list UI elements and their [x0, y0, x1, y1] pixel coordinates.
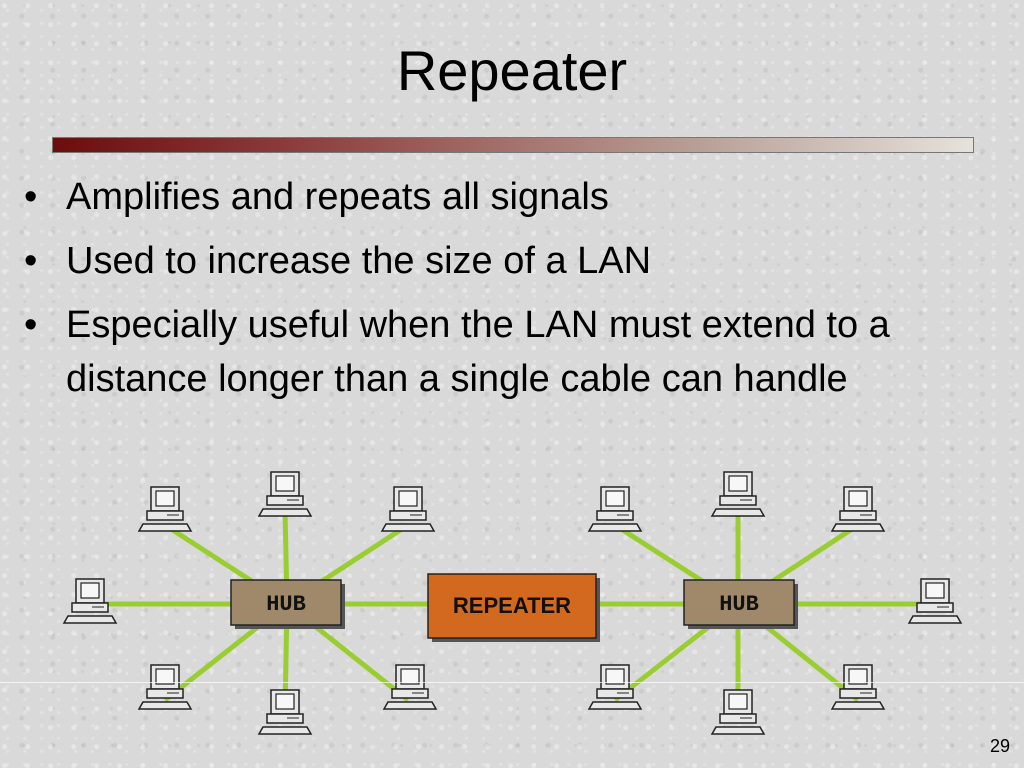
repeater-box: REPEATER	[427, 573, 600, 642]
bullet-item: Especially useful when the LAN must exte…	[0, 298, 980, 406]
computer-icon	[908, 578, 962, 624]
page-number: 29	[989, 736, 1010, 756]
computer-icon	[63, 578, 117, 624]
hub-right-label: HUB	[719, 592, 759, 617]
bullet-item: Used to increase the size of a LAN	[0, 234, 980, 288]
hub-left: HUB	[230, 579, 345, 629]
title-divider-bar	[52, 137, 974, 153]
computer-icon	[381, 486, 435, 532]
computer-icon	[588, 486, 642, 532]
computer-icon	[711, 689, 765, 735]
bullet-list: Amplifies and repeats all signals Used t…	[0, 170, 980, 416]
hub-right: HUB	[683, 579, 798, 629]
repeater-label: REPEATER	[453, 593, 571, 618]
bullet-item: Amplifies and repeats all signals	[0, 170, 980, 224]
computer-icon	[831, 486, 885, 532]
computer-icon	[258, 689, 312, 735]
computer-icon	[138, 486, 192, 532]
computer-icon	[258, 471, 312, 517]
slide-title: Repeater	[396, 39, 628, 102]
footer-divider	[0, 682, 1024, 683]
computer-icon	[711, 471, 765, 517]
hub-left-label: HUB	[266, 592, 306, 617]
